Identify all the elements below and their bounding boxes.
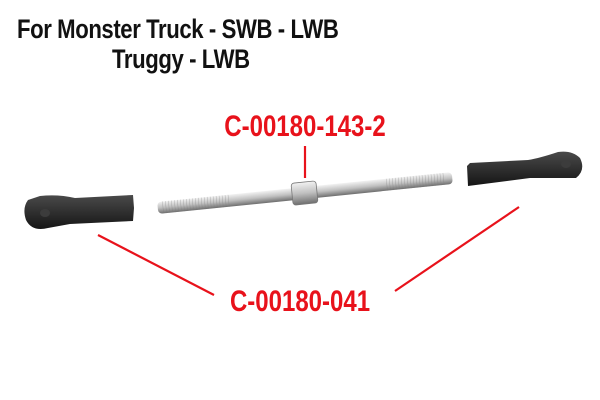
right-rod-end bbox=[467, 151, 583, 186]
right-rod-end-leader-line bbox=[394, 206, 520, 292]
turnbuckle-part-code: C-00180-143-2 bbox=[224, 110, 386, 143]
rod-end-part-code: C-00180-041 bbox=[229, 285, 371, 318]
title-line-2: Truggy - LWB bbox=[112, 44, 250, 74]
left-rod-end-leader-line bbox=[97, 234, 215, 296]
turnbuckle-rod bbox=[157, 172, 453, 214]
title-line-1: For Monster Truck - SWB - LWB bbox=[17, 14, 339, 44]
turnbuckle-nut bbox=[290, 180, 319, 206]
left-rod-end bbox=[24, 195, 134, 229]
